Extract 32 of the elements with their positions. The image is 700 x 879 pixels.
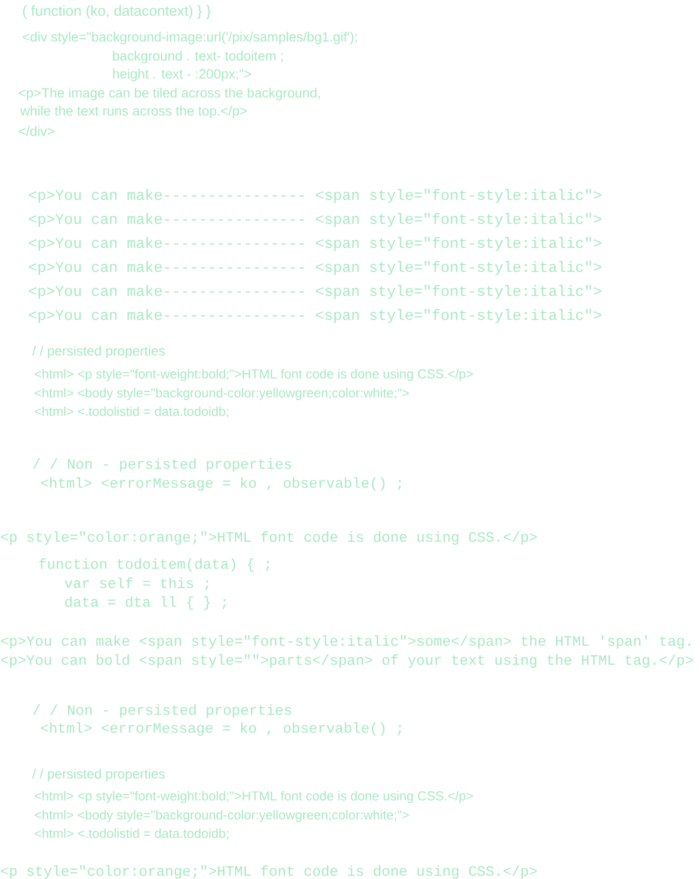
code-line: <html> <errorMessage = ko , observable() ; <box>41 722 402 736</box>
code-line: <html> <.todolistid = data.todoidb; <box>34 406 228 418</box>
code-line: <p style="color:orange;">HTML font code is done using CSS.</p> <box>1 531 537 545</box>
code-line: ( function (ko, datacontext) } } <box>23 5 211 19</box>
code-line: / / Non - persisted properties <box>33 704 292 718</box>
code-line: <html> <.todolistid = data.todoidb; <box>34 828 228 840</box>
code-line: <p>You can make <span style="font-style:italic">some</span> the HTML 'span' tag. <box>1 635 690 649</box>
code-line: background . text- todoitem ; <box>113 50 283 64</box>
code-line: <p>You can make---------------- <span style="font-style:italic"> <box>29 285 602 299</box>
code-line: <p style="color:orange;">HTML font code is done using CSS.</p> <box>1 865 537 879</box>
code-line: <p>You can make---------------- <span style="font-style:italic"> <box>29 189 602 203</box>
code-line: / / persisted properties <box>32 768 165 782</box>
code-line: <p>You can make---------------- <span style="font-style:italic"> <box>29 213 602 227</box>
code-line: <div style="background-image:url('/pix/samples/bg1.gif'); <box>22 32 357 44</box>
code-line: / / persisted properties <box>32 346 165 358</box>
code-line: var self = this ; <box>64 578 208 591</box>
code-line: <p>You can bold <span style="">parts</span> of your text using the HTML tag.</p> <box>1 654 693 668</box>
code-line: <p>The image can be tiled across the background, <box>18 88 320 100</box>
code-line: <p>You can make---------------- <span style="font-style:italic"> <box>29 237 602 251</box>
code-line: <html> <p style="font-weight:bold;">HTML font code is done using CSS.</p> <box>34 368 473 382</box>
code-line: <html> <body style="background-color:yellowgreen;color:white;"> <box>34 388 409 400</box>
code-line: <html> <errorMessage = ko , observable() ; <box>41 477 402 491</box>
code-line: data = dta ll { } ; <box>65 596 226 610</box>
code-line: <html> <body style="background-color:yellowgreen;color:white;"> <box>34 810 409 822</box>
code-line: while the text runs across the top.</p> <box>20 106 247 118</box>
code-line: <p>You can make---------------- <span style="font-style:italic"> <box>29 309 602 323</box>
code-line: <p>You can make---------------- <span style="font-style:italic"> <box>29 261 602 275</box>
code-line: / / Non - persisted properties <box>33 458 292 472</box>
code-line: <html> <p style="font-weight:bold;">HTML font code is done using CSS.</p> <box>34 790 473 804</box>
code-line: height . text - :200px;"> <box>113 68 251 82</box>
code-line: function todoitem(data) { ; <box>39 558 270 572</box>
code-line: </div> <box>18 126 54 136</box>
